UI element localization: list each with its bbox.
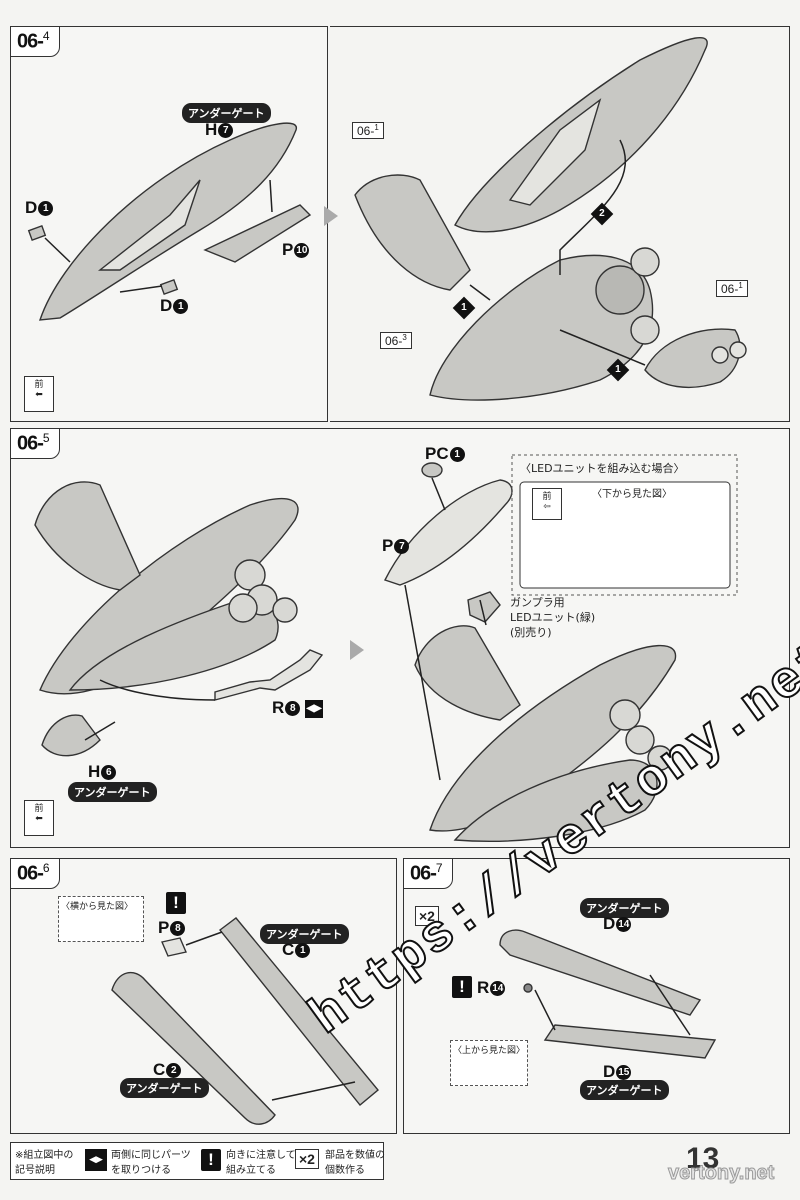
multiplier-legend-icon: ×2	[295, 1149, 319, 1169]
arrow-step1-a	[469, 284, 491, 301]
legend-item2-2: 組み立てる	[226, 1165, 276, 1176]
led-bottom-view-box	[519, 481, 731, 589]
led-unit-label-1: ガンプラ用	[510, 596, 565, 609]
under-gate-tag-d15: アンダーゲート	[580, 1080, 669, 1100]
legend-item1-1: 両側に同じパーツ	[111, 1150, 191, 1161]
line-r14	[534, 989, 556, 1031]
caution-icon-r14: !	[452, 976, 472, 998]
d1-part-b	[159, 279, 179, 295]
pc1-part-shape	[421, 462, 443, 478]
line-pc1	[431, 477, 446, 511]
step-label-06-5: 06-5	[10, 428, 60, 459]
under-gate-tag-h6: アンダーゲート	[68, 782, 157, 802]
legend-item3-2: 個数作る	[325, 1165, 365, 1176]
legend-item1-2: を取りつける	[111, 1165, 172, 1176]
p10-part-shape	[203, 204, 312, 263]
legend-title-2: 記号説明	[15, 1165, 55, 1176]
d14-part-shape	[499, 929, 702, 1016]
arrow-d1-a	[44, 237, 71, 263]
d1-part-a	[27, 225, 47, 241]
led-unit-label-3: (別売り)	[510, 626, 552, 639]
intake-05-right	[414, 625, 521, 721]
step-label-06-6: 06-6	[10, 858, 60, 889]
ref-06-1-a: 06-1	[352, 122, 384, 139]
legend-item2-1: 向きに注意して	[226, 1150, 296, 1161]
arrow-p10	[269, 179, 273, 213]
line-led	[479, 599, 487, 626]
r14-part-shape	[523, 983, 533, 993]
top-view-label: 〈上から見た図〉	[453, 1046, 526, 1056]
legend-title-1: ※組立図中の	[15, 1150, 74, 1161]
caution-legend-icon: !	[201, 1149, 221, 1171]
line-c-join	[271, 1081, 356, 1101]
arrow-step2	[559, 139, 626, 275]
p7-part-shape	[384, 479, 513, 586]
led-bottom-view-label: 〈下から見た図〉	[592, 489, 672, 500]
led-unit-shape	[467, 591, 501, 623]
led-unit-label-2: LEDユニット(緑)	[510, 611, 596, 624]
d15-part-shape	[543, 1024, 717, 1059]
side-view-label: 〈横から見た図〉	[61, 902, 134, 912]
page-number: 13	[686, 1142, 720, 1175]
h6-part-shape	[41, 714, 101, 757]
under-gate-tag-h7: アンダーゲート	[182, 103, 271, 123]
top-view-box: 〈上から見た図〉	[450, 1040, 528, 1086]
p8-part-shape	[161, 937, 187, 957]
caution-icon-p8: !	[166, 892, 186, 914]
step-label-06-7: 06-7	[403, 858, 453, 889]
assembled-right-body	[453, 759, 658, 842]
line-p7	[404, 584, 441, 781]
intake-05-left	[34, 481, 141, 591]
front-indicator-06-4: 前⬅	[24, 376, 54, 412]
multiplier-06-7: ×2	[415, 906, 439, 926]
front-indicator-06-5: 前⬅	[24, 800, 54, 836]
under-gate-tag-d14: アンダーゲート	[580, 898, 669, 918]
arrow-h6	[84, 721, 116, 741]
ref-06-3: 06-3	[380, 332, 412, 349]
line-p8	[185, 931, 223, 946]
led-option-box	[511, 454, 738, 596]
under-gate-tag-c1: アンダーゲート	[260, 924, 349, 944]
watermark-small: vertony.net	[667, 1162, 775, 1185]
r8-part-shape	[214, 649, 324, 701]
both-sides-legend-icon: ◀▶	[85, 1149, 107, 1171]
line-d-join	[649, 974, 691, 1036]
line-r8	[99, 679, 216, 701]
c2-part-shape	[111, 971, 276, 1125]
arrow-step1-b	[559, 329, 646, 366]
arrow-d1-b	[119, 285, 163, 293]
under-gate-tag-c2: アンダーゲート	[120, 1078, 209, 1098]
front-indicator-led: 前⇦	[532, 488, 562, 520]
symbol-legend: ※組立図中の 記号説明 ◀▶ 両側に同じパーツ を取りつける ! 向きに注意して…	[10, 1142, 385, 1180]
next-arrow-06-4	[324, 206, 338, 226]
c1-part-shape	[219, 917, 379, 1106]
led-option-title: 〈LEDユニットを組み込む場合〉	[520, 462, 685, 475]
side-view-box: 〈横から見た図〉	[58, 896, 144, 942]
intake-left-shape	[354, 174, 471, 291]
ref-06-1-b: 06-1	[716, 280, 748, 297]
step-panel-06-4-right	[330, 26, 790, 422]
both-sides-icon: ◀▶	[305, 699, 324, 718]
next-arrow-06-5	[350, 640, 364, 660]
step-label-06-4: 06-4	[10, 26, 60, 57]
legend-item3-1: 部品を数値の	[325, 1150, 385, 1161]
